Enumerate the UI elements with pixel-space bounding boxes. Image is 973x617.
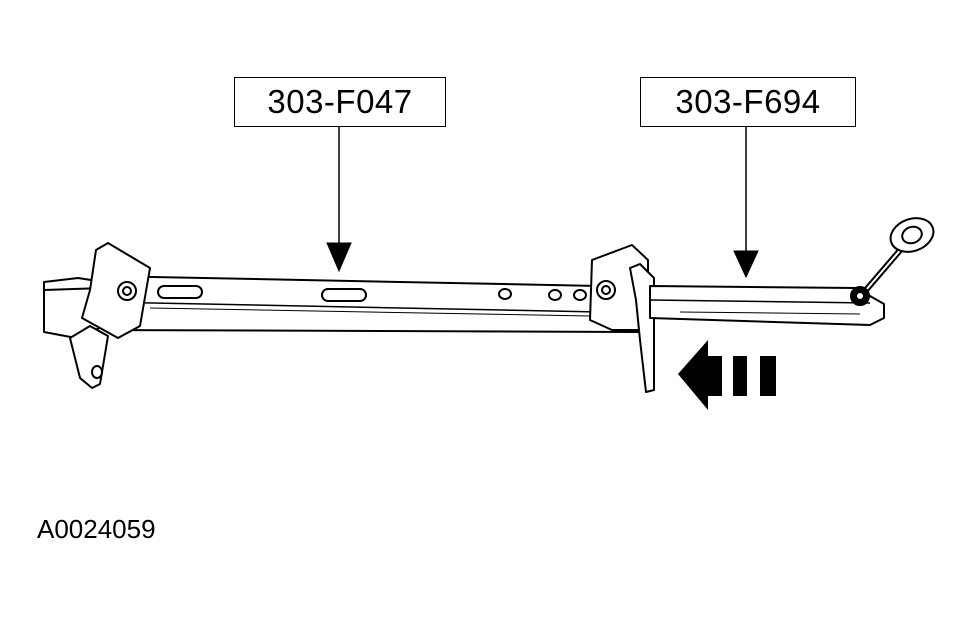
callout-label-tool-b: 303-F694 xyxy=(640,77,856,127)
callout-label-tool-a: 303-F047 xyxy=(234,77,446,127)
direction-arrow-icon xyxy=(678,340,776,410)
extension-rod xyxy=(649,285,885,326)
leader-arrow-f694 xyxy=(733,127,759,279)
right-bracket xyxy=(589,244,655,393)
t-handle-screw xyxy=(850,217,935,306)
leader-arrow-f047 xyxy=(326,127,352,273)
left-bracket xyxy=(69,242,151,389)
crossmember-bar xyxy=(43,275,651,339)
figure-id: A0024059 xyxy=(37,514,156,544)
